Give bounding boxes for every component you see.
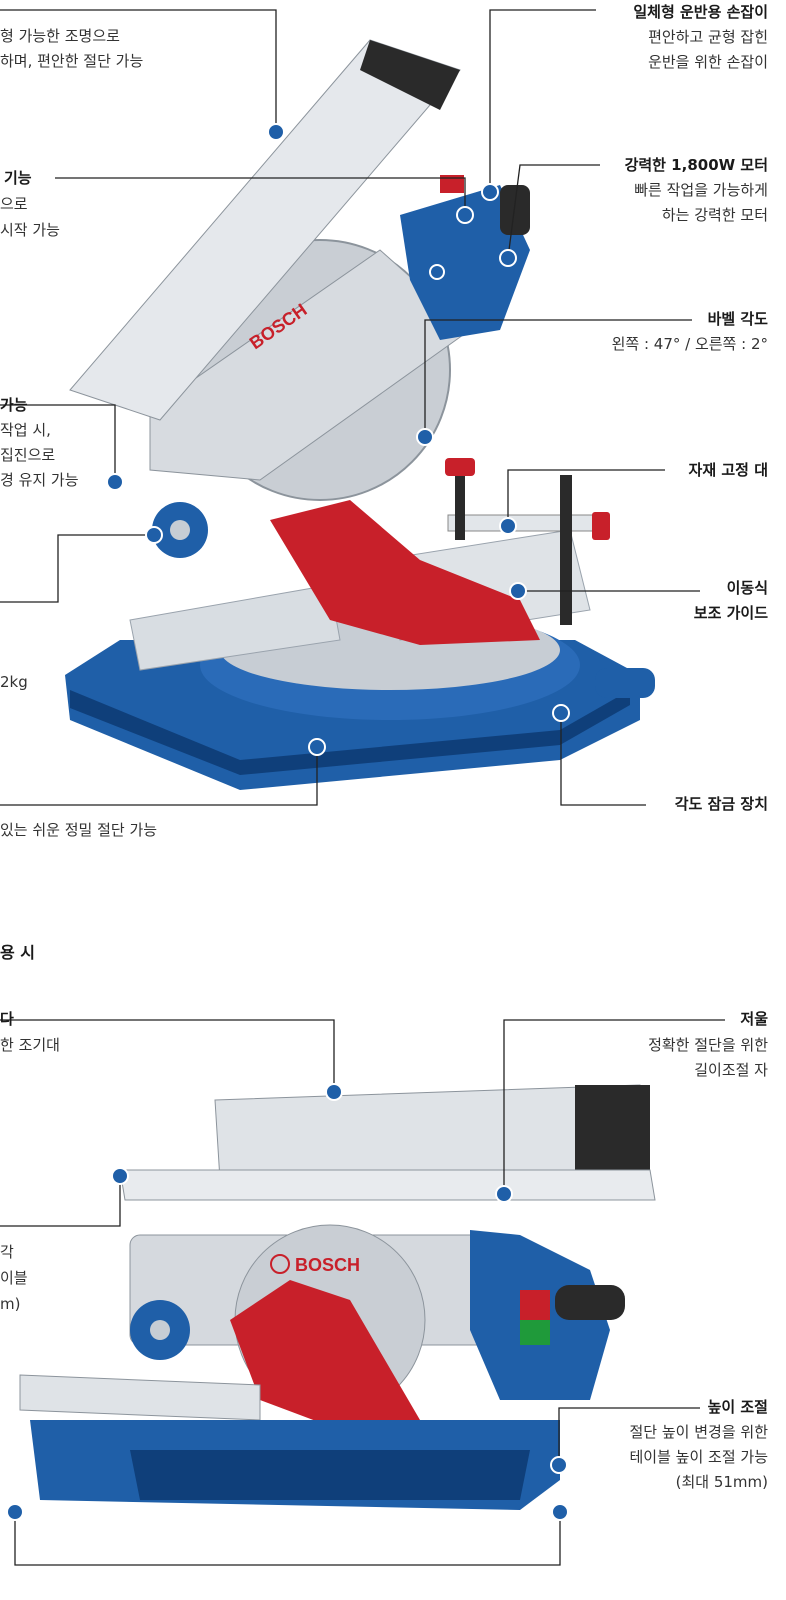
dust-title: 가능: [0, 396, 28, 414]
start-desc-2: 시작 가능: [0, 221, 60, 239]
clamp-title: 자재 고정 대: [688, 461, 768, 479]
height-desc-1: 절단 높이 변경을 위한: [629, 1423, 768, 1441]
lock-handle: [595, 668, 655, 698]
upper-table-end: [360, 40, 460, 110]
miter-saw-top-illustration: BOSCH: [65, 39, 655, 790]
weight-text: 2kg: [0, 673, 28, 691]
table-desc-1: 각: [0, 1243, 14, 1261]
dust-desc-2: 집진으로: [0, 446, 56, 464]
bosch-emblem: [270, 1254, 290, 1274]
start-desc-1: 으로: [0, 195, 28, 213]
green-switch: [520, 1320, 550, 1345]
guide-title-2: 보조 가이드: [693, 604, 768, 622]
handle-title: 일체형 운반용 손잡이: [633, 3, 768, 21]
table-desc-2: 이블: [0, 1269, 28, 1287]
section-heading: 용 시: [0, 943, 36, 962]
table-desc-3: m): [0, 1295, 21, 1313]
motor-grip-2: [555, 1285, 625, 1320]
red-arm-2: [230, 1280, 420, 1430]
base-vents: [130, 1450, 530, 1500]
light-desc-2: 하며, 편안한 절단 가능: [0, 52, 144, 70]
light-desc-1: 형 가능한 조명으로: [0, 27, 120, 45]
motor-desc-1: 빠른 작업을 가능하게: [634, 181, 768, 199]
height-title: 높이 조절: [707, 1398, 768, 1416]
motor-title: 강력한 1,800W 모터: [624, 156, 768, 174]
angle-lock-title: 각도 잠금 장치: [674, 795, 768, 813]
saw-table-top: [119, 1169, 656, 1201]
clamp-screw: [455, 470, 465, 540]
height-desc-2: 테이블 높이 조절 가능: [629, 1448, 768, 1466]
red-arm: [270, 500, 540, 645]
clamp-knob: [445, 458, 475, 476]
bevel-pivot-knob: [170, 520, 190, 540]
upper-guard: [149, 249, 471, 481]
left-fence: [129, 584, 341, 671]
dust-desc-3: 경 유지 가능: [0, 471, 79, 489]
bevel-desc: 왼쪽 : 47° / 오른쪽 : 2°: [611, 335, 768, 353]
handle-desc-2: 운반을 위한 손잡이: [648, 53, 768, 71]
precision-text: 있는 쉬운 정밀 절단 가능: [0, 821, 158, 839]
fence-end-block: [575, 1085, 650, 1175]
guard-title: 다: [0, 1010, 14, 1028]
pivot-knob-2: [150, 1320, 170, 1340]
ruler-title: 저울: [740, 1010, 768, 1028]
bevel-title: 바벨 각도: [707, 310, 768, 328]
guide-title-1: 이동식: [726, 579, 768, 597]
dust-desc-1: 작업 시,: [0, 421, 51, 439]
ruler-desc-1: 정확한 절단을 위한: [648, 1036, 768, 1054]
guard-desc: 한 조기대: [0, 1036, 60, 1054]
start-title: 기능: [4, 169, 32, 187]
height-desc-3: (최대 51mm): [675, 1473, 768, 1491]
motor-housing: [400, 185, 530, 340]
lower-fence: [19, 1374, 261, 1421]
motor-desc-2: 하는 강력한 모터: [661, 206, 768, 224]
bosch-logo-2: BOSCH: [295, 1255, 360, 1275]
ruler-desc-2: 길이조절 자: [694, 1061, 768, 1079]
handle-desc-1: 편안하고 균형 잡힌: [648, 28, 768, 46]
